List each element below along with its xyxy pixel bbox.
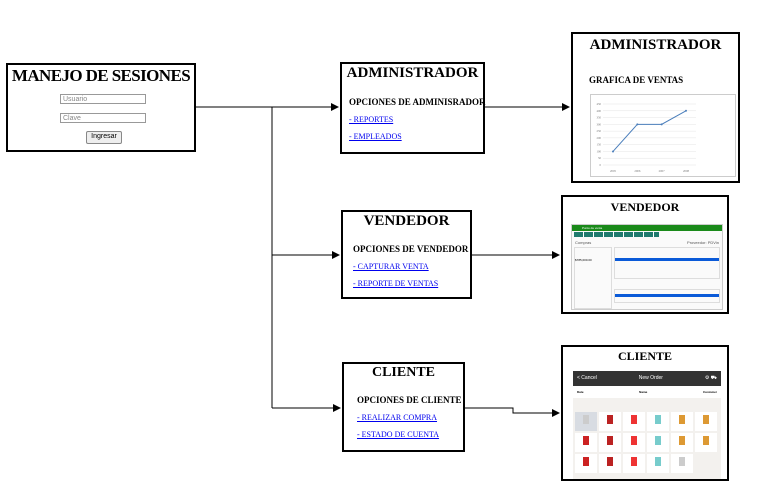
product-tile[interactable] [671,433,693,452]
product-tile[interactable] [647,412,669,431]
y-tick-label: 150 [597,143,602,147]
y-tick-label: 100 [597,149,602,153]
product-tile[interactable] [599,433,621,452]
series-line [612,110,687,152]
vendedor-subtitle: OPCIONES DE VENDEDOR [353,244,469,254]
product-tile[interactable] [623,433,645,452]
product-tile[interactable] [575,454,597,473]
sales-chart: 0 50 100 150 200 250 300 350 400 450 2005 2006 2007 2… [590,94,736,177]
product-tile[interactable] [599,412,621,431]
y-tick-label: 450 [597,102,602,106]
data-point [636,123,639,126]
login-button[interactable]: Ingresar [86,131,122,144]
y-tick-label: 400 [597,109,602,113]
product-tile[interactable] [671,454,693,473]
cart-icon[interactable]: ⚙ ⛟ [704,375,717,381]
data-point [685,109,687,112]
y-tick-label: 50 [598,156,602,160]
order-app: < Cancel New Order ⚙ ⛟ Date Name Customer [573,371,721,479]
y-tick-label: 300 [597,122,602,126]
data-point [612,150,614,153]
password-input[interactable]: Clave [60,113,146,123]
product-tile[interactable] [575,433,597,452]
admin-title: ADMINISTRADOR [346,65,479,81]
product-grid [573,398,721,473]
empleados-link[interactable]: - EMPLEADOS [349,132,402,141]
order-title: New Order [638,375,663,381]
y-tick-label: 250 [597,129,602,133]
cliente-title: CLIENTE [371,365,436,380]
product-tile[interactable] [599,454,621,473]
x-tick-label: 2005 [610,169,617,173]
x-tick-label: 2006 [634,169,641,173]
product-tile[interactable] [647,454,669,473]
username-input[interactable]: Usuario [60,94,146,104]
date-label: Date [577,390,584,394]
pos-total: $785,000.00 [575,258,592,262]
estado-cuenta-link[interactable]: - ESTADO DE CUENTA [357,430,440,439]
pos-compras: Compras [575,240,592,245]
admin-screen-title: ADMINISTRADOR [589,37,722,53]
cliente-screen-title: CLIENTE [617,349,673,363]
y-tick-label: 350 [597,116,602,120]
login-box: MANEJO DE SESIONES Usuario Clave Ingresa… [6,63,196,152]
data-point [660,123,663,126]
pos-toolbar [574,232,659,237]
name-label: Name [639,390,648,394]
x-tick-label: 2007 [659,169,666,173]
cliente-screen: CLIENTE < Cancel New Order ⚙ ⛟ Date Name C… [561,345,729,481]
pos-proveedor: Proveedor: PDVin [687,240,719,245]
reporte-ventas-link[interactable]: - REPORTE DE VENTAS [353,279,439,288]
product-tile[interactable] [671,412,693,431]
cancel-button[interactable]: < Cancel [577,375,597,381]
product-tile[interactable] [647,433,669,452]
vendedor-title: VENDEDOR [363,213,450,229]
y-tick-label: 200 [597,136,602,140]
y-tick-label: 0 [600,163,602,167]
product-tile[interactable] [575,412,597,431]
x-tick-label: 2008 [683,169,690,173]
reportes-link[interactable]: - REPORTES [349,115,394,124]
login-title: MANEJO DE SESIONES [11,66,191,85]
pos-title-bar: Punto de venta [572,225,722,231]
vendedor-screen: VENDEDOR Punto de venta Compras Proveedor… [561,195,729,314]
admin-screen-subtitle: GRAFICA DE VENTAS [589,75,684,85]
realizar-compra-link[interactable]: - REALIZAR COMPRA [357,413,438,422]
customer-label: Customer [702,390,717,394]
product-tile[interactable] [695,433,717,452]
product-tile[interactable] [623,412,645,431]
pos-app: Punto de venta Compras Proveedor: PDVin $… [571,224,723,310]
capturar-venta-link[interactable]: - CAPTURAR VENTA [353,262,429,271]
product-tile[interactable] [623,454,645,473]
admin-box: ADMINISTRADOR OPCIONES DE ADMINISRADOR -… [340,62,486,154]
admin-screen: ADMINISTRADOR GRAFICA DE VENTAS 0 50 100 15… [571,32,740,183]
product-tile[interactable] [695,412,717,431]
admin-subtitle: OPCIONES DE ADMINISRADOR [349,97,486,107]
vendedor-box: VENDEDOR OPCIONES DE VENDEDOR - CAPTURAR… [341,210,472,299]
vendedor-screen-title: VENDEDOR [610,200,680,214]
cliente-subtitle: OPCIONES DE CLIENTE [357,395,462,405]
cliente-box: CLIENTE OPCIONES DE CLIENTE - REALIZAR C… [342,362,465,452]
